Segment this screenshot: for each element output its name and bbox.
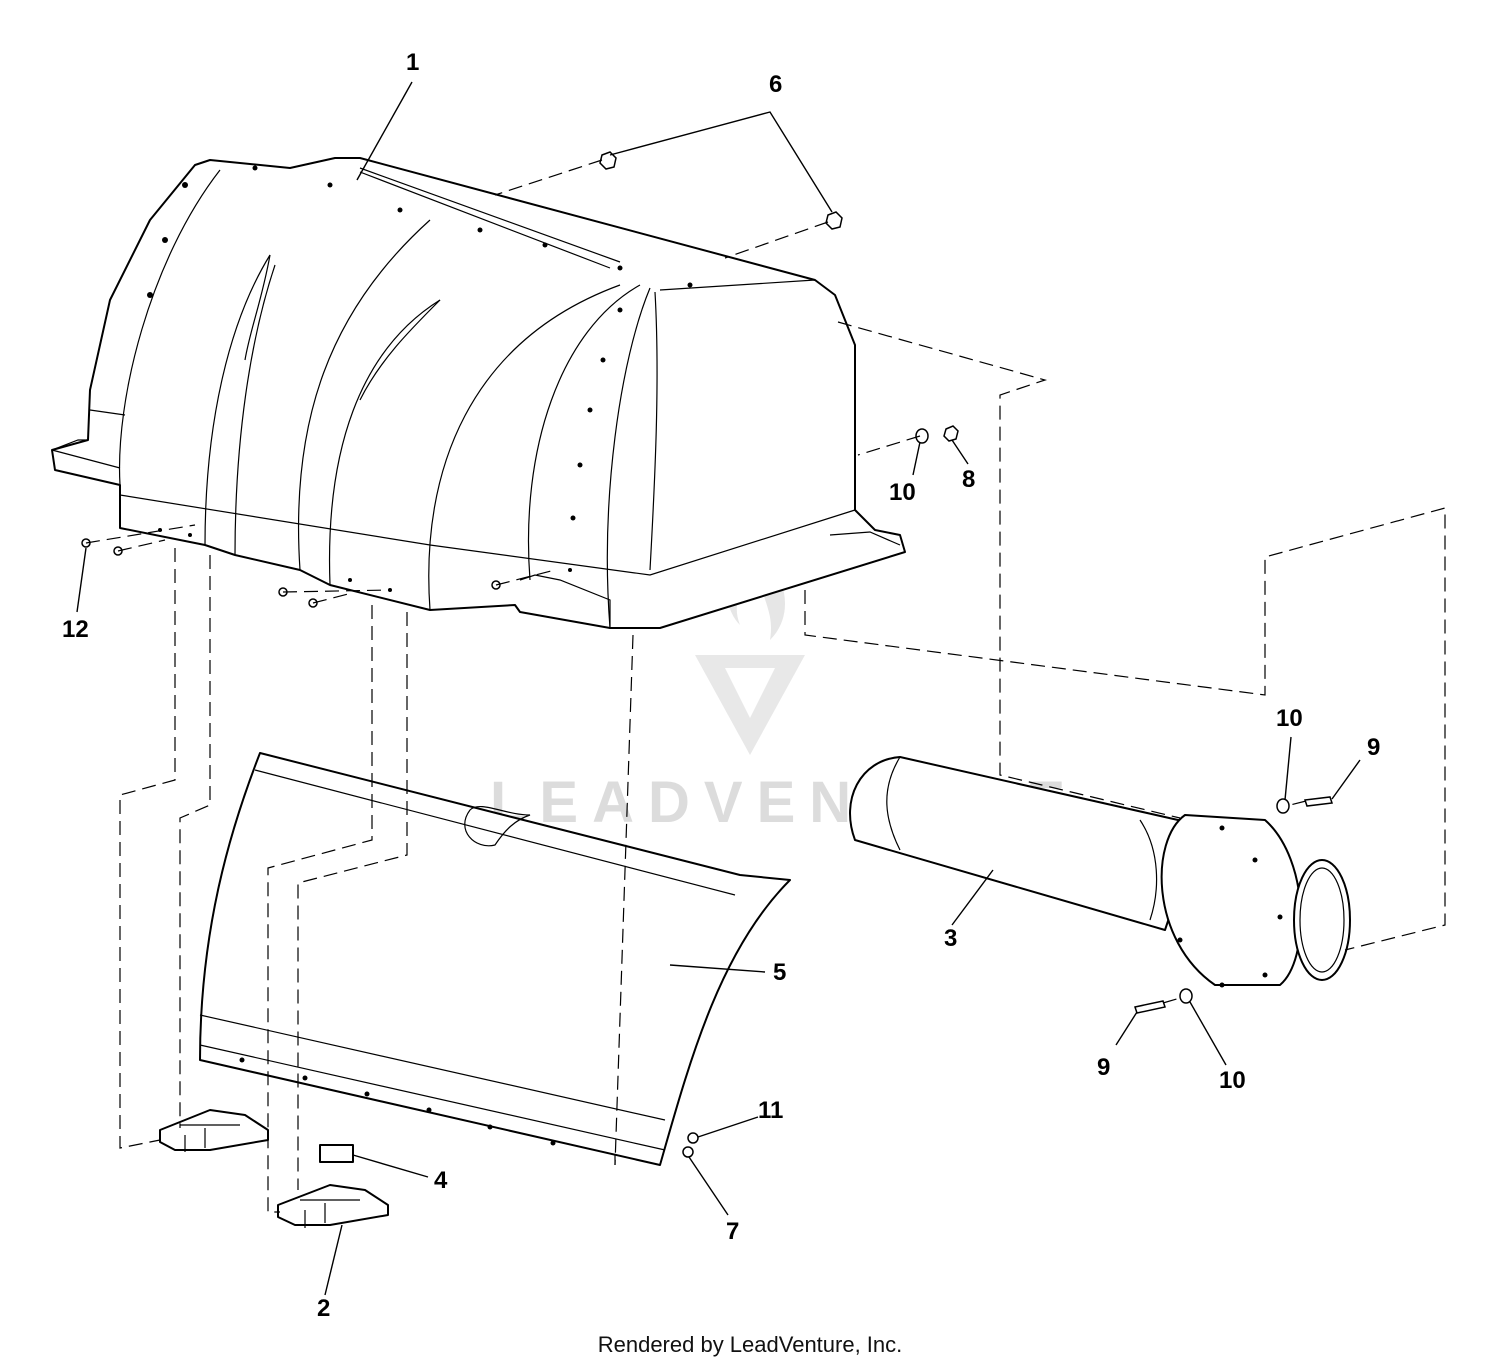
callouts: 1 6 10 8 12 10 9 3 5 9 10 11 4 7 2 bbox=[62, 49, 1380, 1322]
part-bracket-upper bbox=[159, 1109, 269, 1152]
callout-12: 12 bbox=[62, 616, 89, 643]
hardware bbox=[81, 151, 1334, 1158]
washer-10-right bbox=[915, 428, 929, 444]
callout-9-bottom: 9 bbox=[1097, 1054, 1110, 1081]
callout-10-chute-bottom: 10 bbox=[1219, 1067, 1246, 1094]
callout-7: 7 bbox=[726, 1218, 739, 1245]
washer-11 bbox=[687, 1132, 699, 1144]
footer-credit: Rendered by LeadVenture, Inc. bbox=[598, 1332, 903, 1357]
washer-10-chute-bottom bbox=[1179, 988, 1193, 1004]
callout-6: 6 bbox=[769, 71, 782, 98]
part-decal bbox=[319, 1144, 354, 1163]
assembly-lines bbox=[85, 159, 1446, 1213]
callout-3: 3 bbox=[944, 925, 957, 952]
part-chute-tube bbox=[849, 756, 1351, 988]
callout-1: 1 bbox=[406, 49, 419, 76]
part-cover bbox=[51, 157, 906, 629]
part-deflector bbox=[199, 752, 791, 1166]
nut-8 bbox=[943, 425, 959, 442]
callout-10-cover: 10 bbox=[889, 479, 916, 506]
callout-5: 5 bbox=[773, 959, 786, 986]
callout-11: 11 bbox=[758, 1097, 783, 1124]
callout-10-chute-top: 10 bbox=[1276, 705, 1303, 732]
part-bracket-lower bbox=[277, 1184, 389, 1228]
bolt-9-bottom bbox=[1134, 1000, 1166, 1014]
bolt-9-top bbox=[1303, 796, 1334, 807]
washer-10-chute-top bbox=[1276, 798, 1290, 814]
nut-6-upper bbox=[599, 151, 617, 170]
nut-6-lower bbox=[825, 211, 843, 230]
leader-lines bbox=[76, 81, 1361, 1296]
callout-9-top: 9 bbox=[1367, 734, 1380, 761]
callout-4: 4 bbox=[434, 1167, 448, 1194]
callout-8: 8 bbox=[962, 466, 975, 493]
nut-7 bbox=[682, 1146, 694, 1158]
callout-2: 2 bbox=[317, 1295, 330, 1322]
